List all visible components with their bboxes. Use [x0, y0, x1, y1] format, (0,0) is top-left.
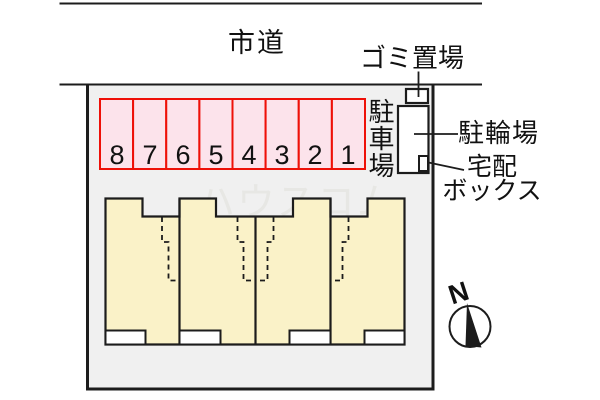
delivery-box-label-line1: 宅配 — [466, 153, 517, 181]
compass-needle — [465, 303, 482, 348]
parking-stall-number: 1 — [340, 140, 356, 170]
lot-boundary — [86, 85, 435, 391]
garbage-area-label: ゴミ置場 — [360, 43, 465, 73]
parking-stall — [165, 98, 201, 170]
parking-stall — [198, 98, 234, 170]
delivery-leader-line — [428, 161, 465, 171]
road-label: 市道 — [228, 28, 286, 58]
delivery-box-label-line2: ボックス — [442, 177, 542, 205]
parking-stall-number: 6 — [175, 140, 191, 170]
dashed-entry-line — [236, 217, 255, 282]
parking-stall-number: 5 — [208, 140, 224, 170]
parking-lot-label: 駐車場 — [365, 98, 395, 179]
bicycle-parking-label: 駐輪場 — [458, 118, 540, 148]
entrance-porch — [288, 329, 332, 346]
delivery-box — [418, 155, 429, 172]
dashed-entry-line — [331, 217, 350, 282]
entrance-porch — [363, 329, 406, 346]
delivery-box-label: 宅配 ボックス — [437, 153, 547, 205]
compass — [448, 303, 492, 348]
parking-stall-number: 2 — [307, 140, 323, 170]
parking-stall — [132, 98, 168, 170]
entrance-porch — [178, 329, 222, 346]
parking-stall — [231, 98, 267, 170]
parking-stall-number: 3 — [274, 140, 290, 170]
entrance-porch — [104, 329, 147, 346]
parking-stall-number: 4 — [241, 140, 257, 170]
parking-stall — [297, 98, 333, 170]
parking-stall-number: 7 — [142, 140, 158, 170]
garbage-box — [404, 87, 430, 105]
dashed-entry-line — [256, 217, 275, 282]
dashed-entry-line — [161, 217, 180, 282]
parking-stalls — [99, 98, 366, 170]
parking-stall — [330, 98, 366, 170]
parking-stall — [264, 98, 300, 170]
parking-stall-number: 8 — [109, 140, 125, 170]
compass-circle — [448, 305, 492, 348]
